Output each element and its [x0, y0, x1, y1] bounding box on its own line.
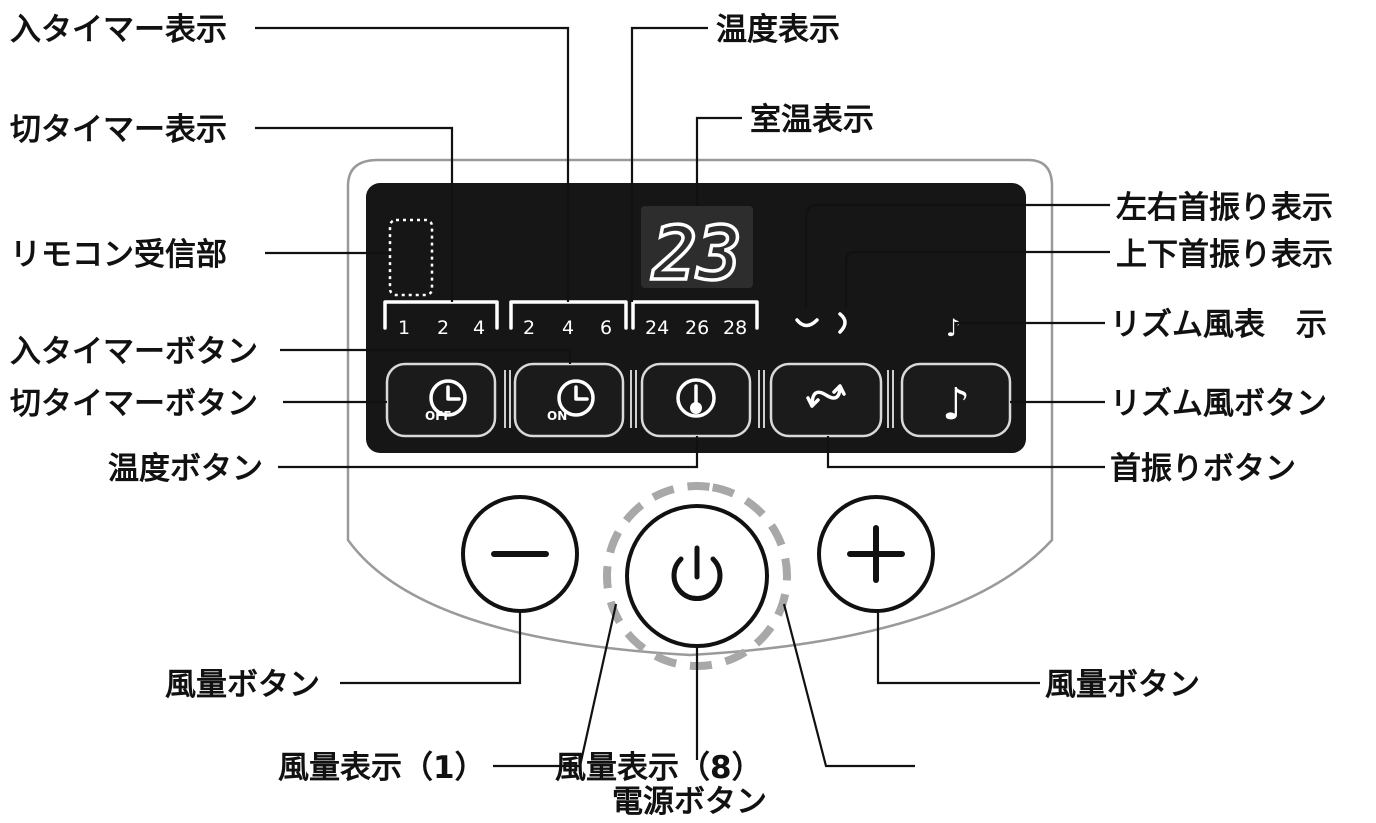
- label-airflow-display-8: 風量表示（8）: [555, 750, 763, 786]
- on-label: ON: [547, 409, 567, 423]
- label-off-timer-display: 切タイマー表示: [10, 112, 227, 148]
- ud-swing-indicator: [838, 312, 847, 334]
- off-tick-2: 2: [437, 317, 449, 339]
- label-rhythm-wind-display: リズム風表 示: [1110, 307, 1327, 343]
- off-timer-ticks: 1 2 4: [383, 300, 499, 339]
- label-power-button: 電源ボタン: [612, 784, 767, 820]
- swing-icon: [806, 384, 846, 408]
- label-on-timer-display: 入タイマー表示: [10, 12, 227, 48]
- label-temp-display: 温度表示: [716, 12, 840, 48]
- rhythm-wind-button[interactable]: ♪: [900, 362, 1012, 438]
- temperature-digits: 23: [650, 211, 741, 297]
- power-icon: [671, 556, 723, 602]
- label-on-timer-button: 入タイマーボタン: [10, 334, 258, 370]
- temp-tick-24: 24: [645, 317, 669, 339]
- music-note-icon: ♪: [942, 379, 970, 430]
- on-tick-6: 6: [600, 317, 612, 339]
- off-tick-1: 1: [398, 317, 410, 339]
- thermometer-icon: [676, 378, 716, 418]
- temp-tick-26: 26: [685, 317, 709, 339]
- leader-lines: [255, 26, 1110, 768]
- label-room-temp-display: 室温表示: [750, 102, 874, 138]
- label-temp-button: 温度ボタン: [108, 451, 263, 487]
- clock-icon: [429, 379, 467, 417]
- label-rhythm-wind-button: リズム風ボタン: [1110, 386, 1327, 422]
- rhythm-indicator: ♪: [946, 314, 961, 342]
- label-swing-button: 首振りボタン: [1110, 451, 1296, 487]
- temperature-button[interactable]: [640, 362, 752, 438]
- label-off-timer-button: 切タイマーボタン: [10, 386, 258, 422]
- label-airflow-button-right: 風量ボタン: [1045, 667, 1200, 703]
- airflow-minus-button[interactable]: [461, 495, 579, 613]
- label-remote-receiver: リモコン受信部: [10, 237, 227, 273]
- on-tick-4: 4: [562, 317, 574, 339]
- label-ud-swing-display: 上下首振り表示: [1116, 237, 1333, 273]
- airflow-plus-button[interactable]: [817, 495, 935, 613]
- remote-receiver-window: [388, 218, 434, 297]
- swing-button[interactable]: [769, 362, 883, 438]
- off-timer-button[interactable]: OFF: [385, 362, 497, 438]
- temp-tick-28: 28: [723, 317, 747, 339]
- callout-labels: 入タイマー表示 温度表示 切タイマー表示 室温表示 左右首振り表示 リモコン受信…: [10, 12, 1333, 820]
- off-label: OFF: [425, 409, 452, 423]
- temp-ticks: 24 26 28: [631, 300, 759, 339]
- label-airflow-button-left: 風量ボタン: [165, 667, 320, 703]
- on-tick-2: 2: [523, 317, 535, 339]
- temperature-window: [641, 206, 753, 288]
- on-timer-button[interactable]: ON: [513, 362, 625, 438]
- off-tick-4: 4: [473, 317, 485, 339]
- airflow-indicator-ring: [603, 482, 791, 670]
- button-separators: [504, 370, 894, 428]
- label-lr-swing-display: 左右首振り表示: [1116, 190, 1333, 226]
- clock-icon: [557, 379, 595, 417]
- lr-swing-indicator: [795, 318, 819, 328]
- label-airflow-display-1: 風量表示（1）: [278, 750, 486, 786]
- power-button[interactable]: [625, 504, 769, 648]
